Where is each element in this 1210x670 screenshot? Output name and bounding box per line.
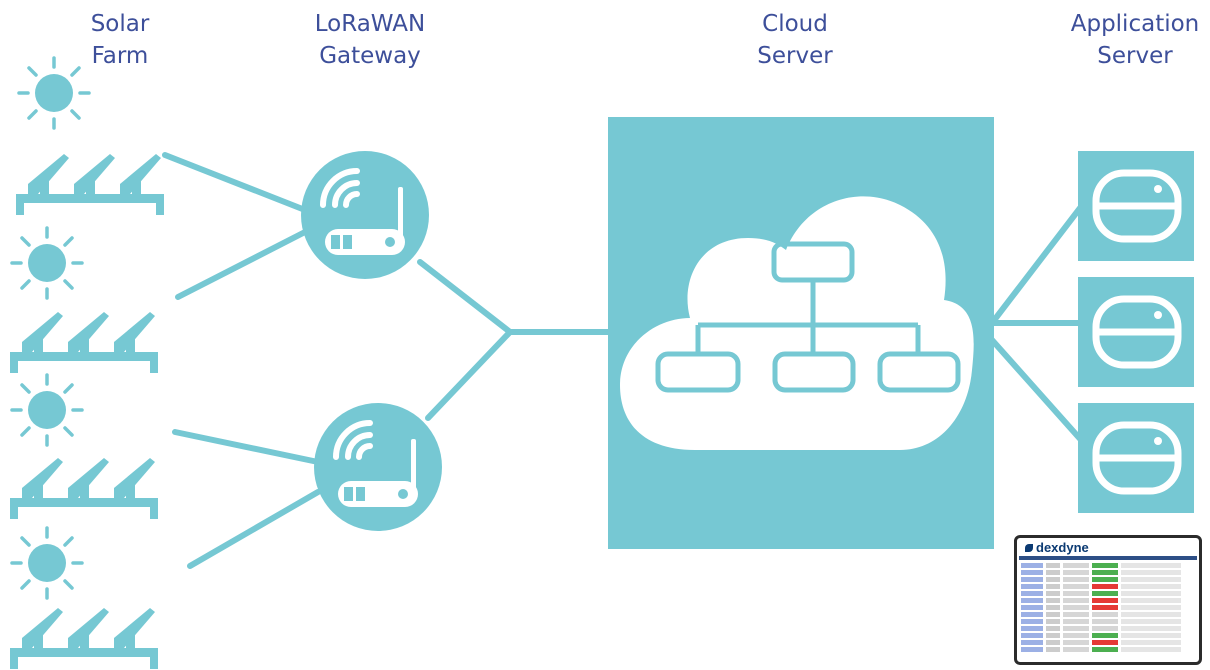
application-server-icon — [1078, 403, 1194, 513]
dexdyne-logo-icon — [1025, 544, 1033, 552]
table-row — [1021, 598, 1195, 603]
cloud-server-icon — [608, 117, 994, 549]
dexdyne-brand-text: dexdyne — [1036, 540, 1089, 555]
table-row — [1021, 577, 1195, 582]
table-row — [1021, 612, 1195, 617]
table-row — [1021, 570, 1195, 575]
dashboard-screenshot: dexdyne — [1014, 535, 1202, 665]
connection-lines — [162, 152, 1093, 569]
table-row — [1021, 633, 1195, 638]
label-solar-farm: Solar Farm — [90, 11, 150, 69]
dashboard-menu-bar — [1019, 556, 1197, 560]
table-row — [1021, 591, 1195, 596]
application-server-icon — [1078, 151, 1194, 261]
sun-icon — [10, 226, 84, 300]
label-cloud-server: Cloud Server — [757, 11, 833, 69]
sun-icon — [10, 373, 84, 447]
table-row — [1021, 619, 1195, 624]
label-lorawan-gateway: LoRaWAN Gateway — [314, 11, 426, 69]
solar-panel-icon — [16, 154, 164, 215]
solar-panel-icon — [10, 608, 158, 669]
lorawan-gateway-icon — [314, 403, 442, 531]
solar-panel-icon — [10, 458, 158, 519]
table-row — [1021, 640, 1195, 645]
lorawan-gateway-icon — [301, 151, 429, 279]
sun-icon — [10, 526, 84, 600]
table-row — [1021, 563, 1195, 568]
solar-panel-icon — [10, 312, 158, 373]
label-application-server: Application Server — [1070, 11, 1200, 69]
table-row — [1021, 584, 1195, 589]
table-row — [1021, 647, 1195, 652]
table-row — [1021, 626, 1195, 631]
table-row — [1021, 605, 1195, 610]
dashboard-table — [1021, 563, 1195, 654]
solar-farm — [10, 56, 164, 669]
dexdyne-logo: dexdyne — [1025, 540, 1089, 555]
application-server-icon — [1078, 277, 1194, 387]
sun-icon — [17, 56, 91, 130]
